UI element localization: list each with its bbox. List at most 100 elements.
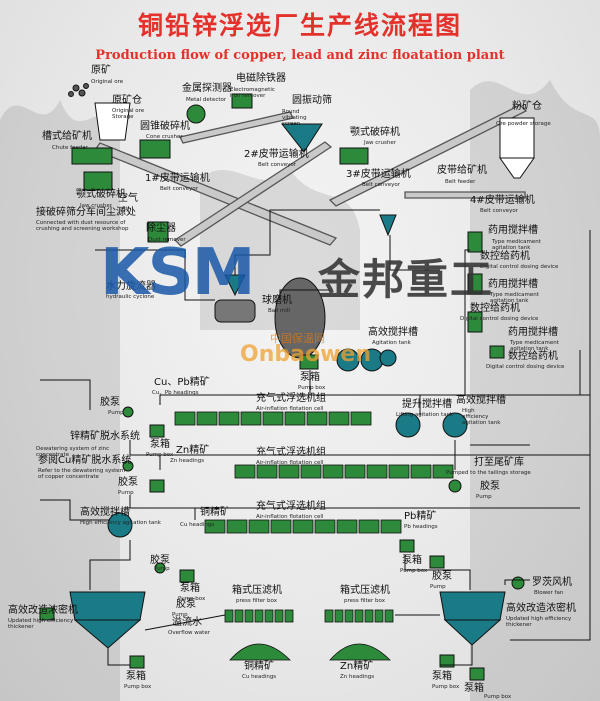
cupb-dewater-label-en: Refer to the dewatering system of copper… <box>38 468 126 481</box>
flotation-group-2-label: 充气式浮选机组 <box>256 447 326 458</box>
iron-remover-label: 电磁除铁器 <box>236 73 286 84</box>
cu-concentrate-label-en: Cu headings <box>180 522 215 528</box>
air-label-en: Air <box>122 206 130 212</box>
cone-crusher-icon <box>139 139 171 159</box>
jaw-crusher-2-icon <box>339 147 369 165</box>
overflow-label-en: Overflow water <box>168 630 210 636</box>
thickener-1-label: 高效改造浓密机 <box>8 605 78 616</box>
cupb-concentrate-label-en: Cu、Pb headings <box>152 390 199 396</box>
pump-6-label: 胶泵 <box>176 599 196 610</box>
zn-concentrate-2-label: Zn精矿 <box>340 661 374 672</box>
belt-3-label-en: Belt conveyor <box>362 182 400 188</box>
belt-feeder-label: 皮带给矿机 <box>437 165 487 176</box>
press-filter-1-label-en: press filter box <box>236 598 277 604</box>
belt-4-label-en: Belt conveyor <box>480 208 518 214</box>
cu-concentrate-label: 铜精矿 <box>200 507 230 518</box>
flotation-row-2 <box>234 464 454 479</box>
belt-1-label: 1#皮带运输机 <box>145 173 210 184</box>
thickener-1-icon <box>69 591 146 621</box>
pumps <box>39 406 525 681</box>
agitator-mid-label: 高效搅拌槽 <box>368 327 418 338</box>
raw-ore-label-en: Original ore <box>91 79 124 85</box>
chute-feeder-icon <box>71 147 113 165</box>
pipelines <box>40 209 591 666</box>
belt-2-label-en: Belt conveyor <box>258 162 296 168</box>
zn-concentrate-label-en: Zn headings <box>170 458 205 464</box>
flotation-group-3-label-en: Air-inflation flotation cell <box>256 514 324 520</box>
press-filters <box>224 609 394 623</box>
metal-detector-label-en: Metal detector <box>186 97 227 103</box>
flotation-row-3 <box>204 519 402 534</box>
jaw-crusher-1-icon <box>83 171 113 191</box>
lift-agitator-label-en: Lifting agitation tank <box>396 412 454 418</box>
agitator-mid-label-en: Agitation tank <box>372 340 411 346</box>
cupb-concentrate-label: Cu、Pb精矿 <box>154 377 210 388</box>
agitation-tanks <box>107 348 468 538</box>
thickeners <box>69 591 506 649</box>
watermark-url: Onbaowen <box>240 342 371 367</box>
iron-remover-label-en: Electromagnetic iron remover <box>230 87 275 100</box>
press-filter-2-icon <box>324 609 394 623</box>
belt-feeder <box>404 191 526 199</box>
reagent-tank-3-label: 药用搅拌槽 <box>508 327 558 338</box>
page-title-en: Production flow of copper, lead and zinc… <box>95 48 505 63</box>
pump-2-label-en: Pump <box>476 494 492 500</box>
press-filter-2-label-en: press filter box <box>344 598 385 604</box>
ksm-logo: KSM <box>100 236 255 310</box>
belt-conveyor-2 <box>173 141 333 247</box>
overflow-label: 溢流水 <box>172 617 202 628</box>
pump-1-label-en: Pump <box>108 410 124 416</box>
cu-concentrate-pile-icon <box>229 643 291 661</box>
dust-remover-label: 除尘器 <box>146 223 176 234</box>
hydrocyclone-label: 水力旋流器 <box>106 281 156 292</box>
thickener-2-label: 高效改造浓密机 <box>506 603 576 614</box>
chute-feeder-label-en: Chute feeder <box>52 145 88 151</box>
cu-concentrate-2-label: 铜精矿 <box>244 661 274 672</box>
reagent-tank-1-label-en: Type medicament agitation tank <box>492 239 541 252</box>
jaw-crusher-1-label-en: Jaw crusher <box>80 203 113 209</box>
jaw-crusher-1-label: 颚式破碎机 <box>76 189 126 200</box>
pump-2-label: 胶泵 <box>480 481 500 492</box>
hi-agitator-1-label-en: High efficiency agitation tank <box>462 408 501 427</box>
flotation-group-1-label: 充气式浮选机组 <box>256 393 326 404</box>
dosing-2-label: 数控给药机 <box>470 303 520 314</box>
belt-conveyor-1 <box>93 142 338 246</box>
reagent-tank-3-label-en: Type medicament agitation tank <box>510 340 559 353</box>
zn-concentrate-2-label-en: Zn headings <box>340 674 375 680</box>
press-filter-1-label: 箱式压滤机 <box>232 585 282 596</box>
roots-blower-label: 罗茨风机 <box>532 577 572 588</box>
powder-bin-icon <box>499 117 535 159</box>
hi-agitator-2-label-en: High efficiency agitation tank <box>80 520 161 526</box>
pump-box-4-label: 泵箱 <box>180 583 200 594</box>
pump-4-label: 胶泵 <box>432 571 452 582</box>
pb-concentrate-label-en: Pb headings <box>404 524 438 530</box>
pump-box-2-label: 泵箱 <box>150 439 170 450</box>
thickener-1-label-en: Updated high efficiency thickener <box>8 618 74 631</box>
ball-mill-label: 球磨机 <box>262 295 292 306</box>
hi-agitator-2-label: 高效搅拌槽 <box>80 507 130 518</box>
pump-box-2-label-en: Pump box <box>146 452 174 458</box>
pump-1-label: 胶泵 <box>100 397 120 408</box>
crushing-equipment <box>68 83 535 191</box>
raw-ore-label: 原矿 <box>91 65 111 76</box>
pump-3-label: 胶泵 <box>118 477 138 488</box>
grinding-equipment <box>147 214 397 370</box>
pump-box-5-label: 泵箱 <box>126 671 146 682</box>
pump-5-label: 胶泵 <box>150 555 170 566</box>
dust-source-label-en: Connected with dust resource of crushing… <box>36 220 129 233</box>
belt-conveyors <box>93 104 528 247</box>
dosing-2-label-en: Digital control dosing device <box>460 316 539 322</box>
reagent-equipment <box>467 231 505 359</box>
ball-mill-label-en: Ball mill <box>268 308 290 314</box>
jaw-crusher-2-label-en: Jaw crusher <box>364 140 397 146</box>
pump-box-5-label-en: Pump box <box>124 684 152 690</box>
thickener-2-icon <box>439 591 506 621</box>
zn-dewater-label-en: Dewatering system of zinc concentrate <box>36 446 110 459</box>
pump-6-label-en: Pump <box>172 612 188 618</box>
belt-conveyor-upper <box>179 111 294 144</box>
reagent-tank-1-label: 药用搅拌槽 <box>488 225 538 236</box>
belt-2-label: 2#皮带运输机 <box>244 149 309 160</box>
chute-feeder-label: 槽式给矿机 <box>42 131 92 142</box>
flotation-group-3-label: 充气式浮选机组 <box>256 501 326 512</box>
